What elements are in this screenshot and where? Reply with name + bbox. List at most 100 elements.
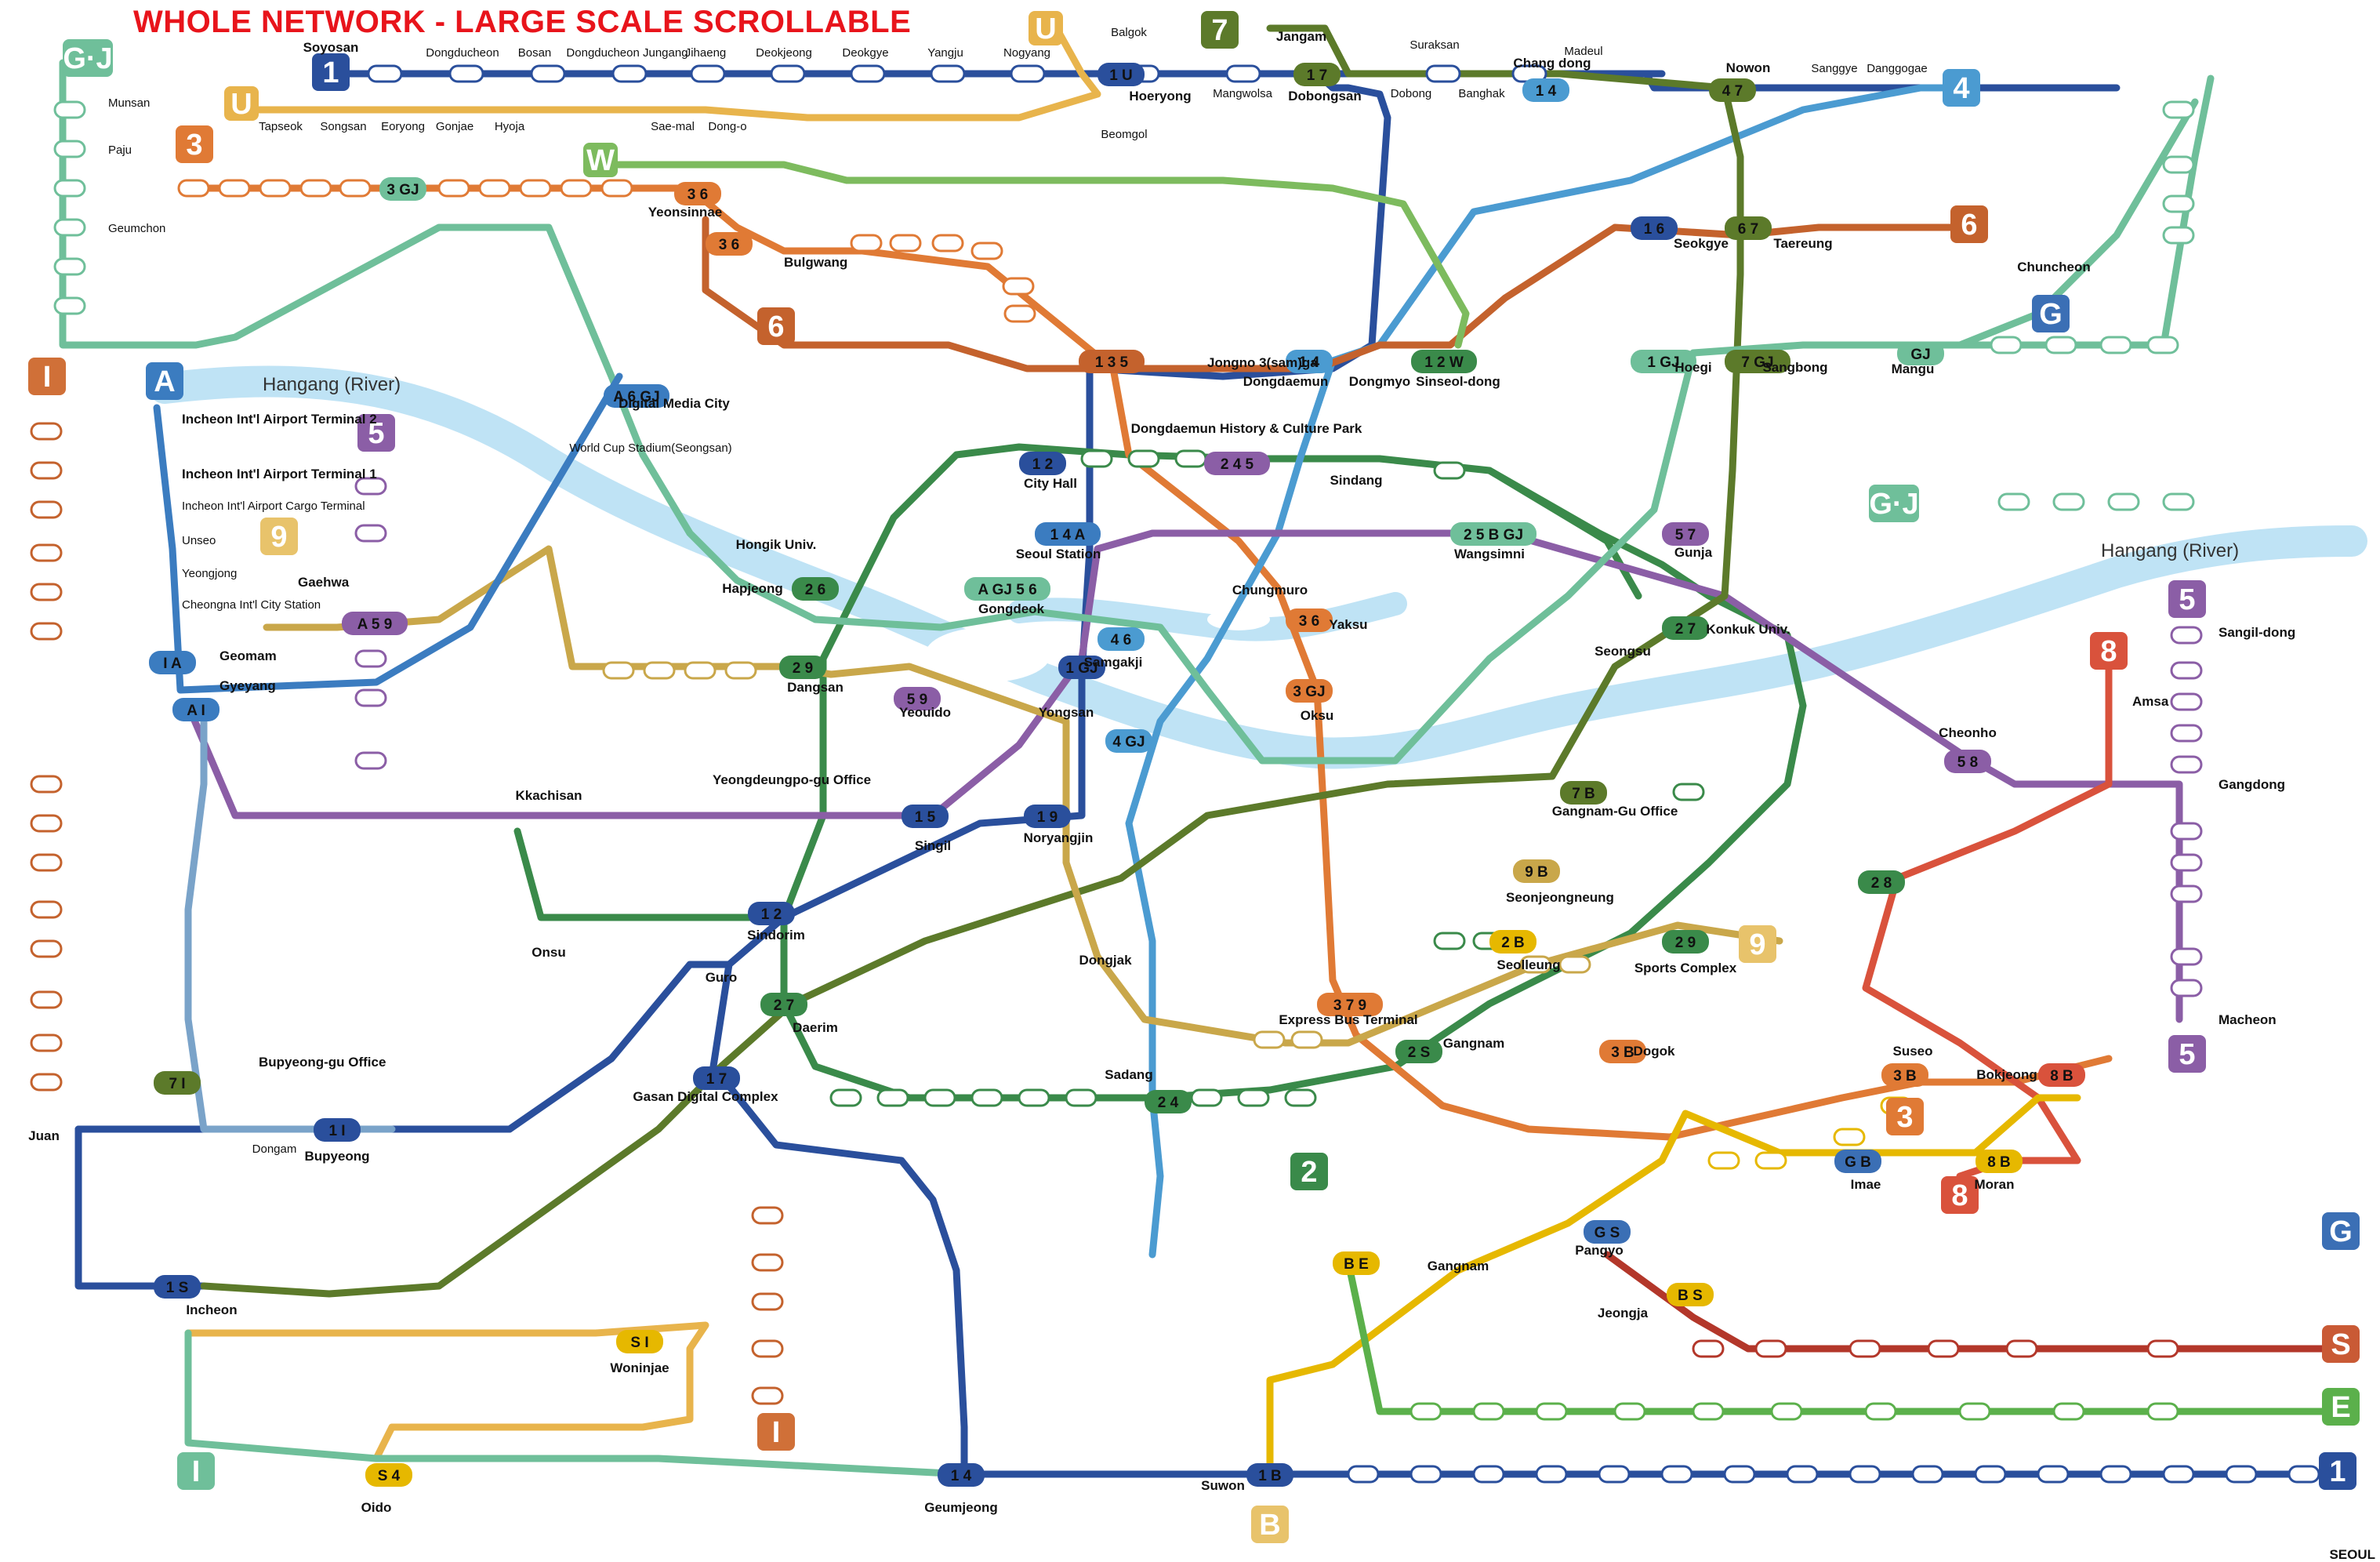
transfer-cityhall[interactable]: 1 2 [1019, 452, 1066, 475]
badge-line-g-west[interactable]: G [2032, 295, 2070, 332]
transfer-jamsil[interactable]: 2 8 [1858, 870, 1905, 894]
label-danggogae: Danggogae [1867, 62, 1928, 75]
transfer-imae[interactable]: G B [1834, 1150, 1881, 1173]
line-badges[interactable]: 1 1 4 7 3 6 6 5 5 5 8 8 3 9 9 2 G·J G·J … [28, 11, 2360, 1543]
transfer-bokjeong[interactable]: 8 B [2038, 1063, 2085, 1087]
transfer-gangnam[interactable]: 2 S [1395, 1040, 1442, 1063]
badge-line-b-south[interactable]: B [1251, 1506, 1289, 1543]
badge-line-gj-east[interactable]: G·J [1869, 485, 1919, 522]
badge-line-4-east[interactable]: 4 [1943, 69, 1980, 107]
transfer-seoul-station[interactable]: 1 4 A [1035, 522, 1101, 546]
transfer-giheung[interactable]: B E [1333, 1251, 1380, 1275]
transfer-yongsan[interactable]: 1 GJ [1058, 656, 1105, 679]
badge-line-a[interactable]: A [146, 362, 183, 400]
badge-line-s-east[interactable]: S [2322, 1325, 2360, 1363]
transfer-ichon[interactable]: 4 GJ [1105, 729, 1152, 753]
transfer-daerim[interactable]: 2 7 [760, 993, 807, 1016]
transfer-gangnam-office[interactable]: 7 B [1560, 781, 1607, 805]
badge-line-6-east[interactable]: 6 [1950, 205, 1988, 243]
badge-line-5-south[interactable]: 5 [2168, 1035, 2206, 1073]
badge-line-gj-west[interactable]: G·J [63, 39, 113, 77]
badge-line-1-west[interactable]: 1 [312, 53, 350, 91]
transfer-sindorim[interactable]: 1 2 [748, 902, 795, 925]
transfer-sadang[interactable]: 2 4 [1145, 1090, 1192, 1113]
transfer-noryangjin[interactable]: 1 9 [1024, 805, 1071, 828]
transfer-gasan[interactable]: 1 7 [693, 1066, 740, 1090]
badge-line-i-north[interactable]: I [28, 358, 66, 395]
transfer-yeouido[interactable]: 5 9 [894, 687, 941, 710]
transfer-jeongja[interactable]: B S [1667, 1283, 1714, 1306]
transfer-geumjeong[interactable]: 1 4 [938, 1463, 985, 1487]
badge-line-i2[interactable]: I [177, 1452, 215, 1490]
badge-line-5-west[interactable]: 5 [357, 414, 395, 452]
transfer-ddp[interactable]: 2 4 5 [1204, 452, 1270, 475]
transfer-oido[interactable]: S 4 [365, 1463, 412, 1487]
transfer-dobongsan[interactable]: 1 7 [1293, 63, 1341, 86]
transfer-konkuk[interactable]: 2 7 [1662, 616, 1709, 640]
transfer-dmc[interactable]: A 6 GJ [604, 384, 669, 408]
badge-line-9-west[interactable]: 9 [260, 518, 298, 555]
badge-line-w[interactable]: W [583, 143, 618, 177]
transfer-dongdaemun[interactable]: 1 4 [1286, 350, 1333, 373]
transfer-bulgwang[interactable]: 3 6 [706, 232, 753, 256]
badge-line-u-west[interactable]: U [224, 86, 259, 121]
transfer-cheonho[interactable]: 5 8 [1944, 750, 1991, 773]
badge-line-g-east[interactable]: G [2322, 1212, 2360, 1250]
transfer-hapjeong[interactable]: 2 6 [792, 577, 839, 601]
label-paju: Paju [108, 143, 132, 157]
transfer-dogok[interactable]: 3 B [1599, 1040, 1646, 1063]
transfer-hoeryong[interactable]: 1 U [1097, 63, 1145, 86]
transfer-geomam[interactable]: I A [149, 651, 196, 674]
badge-line-e-east[interactable]: E [2322, 1388, 2360, 1426]
transfer-hoegi[interactable]: 1 GJ [1631, 350, 1696, 373]
transfer-yeonsinnae[interactable]: 3 6 [674, 182, 721, 205]
transfer-samgakji[interactable]: 4 6 [1097, 627, 1145, 651]
transfer-jongno3ga[interactable]: 1 3 5 [1079, 350, 1145, 373]
transfer-nowon[interactable]: 4 7 [1709, 78, 1756, 102]
transfer-mangu[interactable]: GJ [1897, 342, 1944, 365]
transfer-taereung[interactable]: 6 7 [1725, 216, 1772, 240]
transfer-wangsimni[interactable]: 2 5 B GJ [1450, 522, 1536, 546]
transfer-seonjeongneung[interactable]: 9 B [1513, 859, 1560, 883]
transfer-gunja[interactable]: 5 7 [1662, 522, 1709, 546]
transfer-bupyeong[interactable]: 1 I [314, 1118, 361, 1142]
badge-line-5-east[interactable]: 5 [2168, 580, 2206, 618]
svg-text:I: I [192, 1455, 201, 1488]
transfer-gyeyang[interactable]: A I [172, 698, 219, 721]
transfer-singil[interactable]: 1 5 [902, 805, 949, 828]
transfer-suwon[interactable]: 1 B [1246, 1463, 1293, 1487]
badge-line-1-east[interactable]: 1 [2319, 1452, 2356, 1490]
transfer-moran[interactable]: 8 B [1975, 1150, 2023, 1173]
badge-line-8-north[interactable]: 8 [2090, 632, 2128, 670]
transfer-changdong[interactable]: 1 4 [1522, 78, 1569, 102]
transfer-suseo[interactable]: 3 B [1881, 1063, 1928, 1087]
transfer-bupyeong-office[interactable]: 7 I [154, 1071, 201, 1095]
badge-line-8-south[interactable]: 8 [1941, 1176, 1979, 1214]
badge-line-2[interactable]: 2 [1290, 1153, 1328, 1190]
transfer-yaksu[interactable]: 3 6 [1286, 608, 1333, 632]
transfer-dangsan[interactable]: 2 9 [779, 656, 826, 679]
badge-line-6-west[interactable]: 6 [757, 307, 795, 345]
badge-line-3-south[interactable]: 3 [1886, 1098, 1924, 1135]
transfer-seolleung[interactable]: 2 B [1489, 930, 1536, 954]
badge-line-u-north[interactable]: U [1029, 11, 1063, 45]
transfer-oksu[interactable]: 3 GJ [1286, 679, 1333, 703]
transfer-woninjae[interactable]: S I [616, 1330, 663, 1353]
badge-line-i-south[interactable]: I [757, 1413, 795, 1451]
transfer-express-bus[interactable]: 3 7 9 [1317, 993, 1383, 1016]
transfer-gongdeok[interactable]: A GJ 5 6 [964, 577, 1050, 601]
badge-line-7-north[interactable]: 7 [1201, 11, 1239, 49]
transfer-daegok[interactable]: 3 GJ [379, 177, 426, 201]
transfer-sports-complex[interactable]: 2 9 [1662, 930, 1709, 954]
label-munsan: Munsan [108, 96, 150, 110]
transfer-stations[interactable]: 1 U 1 7 1 4 4 7 1 3 5 2 4 5 1 4 1 2 W 2 … [149, 63, 2085, 1487]
badge-line-9-east[interactable]: 9 [1739, 925, 1776, 963]
transfer-seokgye[interactable]: 1 6 [1631, 216, 1678, 240]
transfer-sinseoldong[interactable]: 1 2 W [1411, 350, 1477, 373]
transfer-gimpo-airport[interactable]: A 5 9 [342, 612, 408, 635]
transfer-sangbong[interactable]: 7 GJ [1725, 350, 1790, 373]
badge-line-3-west[interactable]: 3 [176, 125, 213, 163]
transfer-pangyo[interactable]: G S [1584, 1220, 1631, 1244]
transfer-incheon[interactable]: 1 S [154, 1275, 201, 1299]
